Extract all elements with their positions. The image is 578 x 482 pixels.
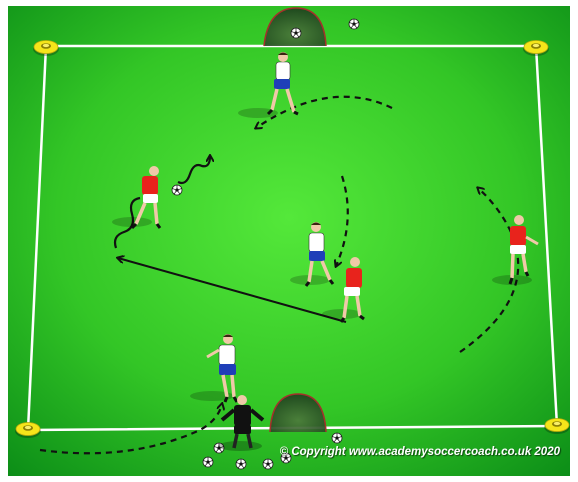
ball: [203, 457, 213, 467]
cone-bottom-left: [15, 423, 41, 439]
ball: [172, 185, 182, 195]
ball: [332, 433, 342, 443]
cone-top-right: [523, 41, 549, 57]
cone-bottom-right: [544, 419, 570, 435]
ball: [236, 459, 246, 469]
ball: [291, 28, 301, 38]
copyright-text: © Copyright www.academysoccercoach.co.uk…: [280, 446, 560, 458]
cone-top-left: [33, 41, 59, 57]
ball: [263, 459, 273, 469]
ball: [349, 19, 359, 29]
